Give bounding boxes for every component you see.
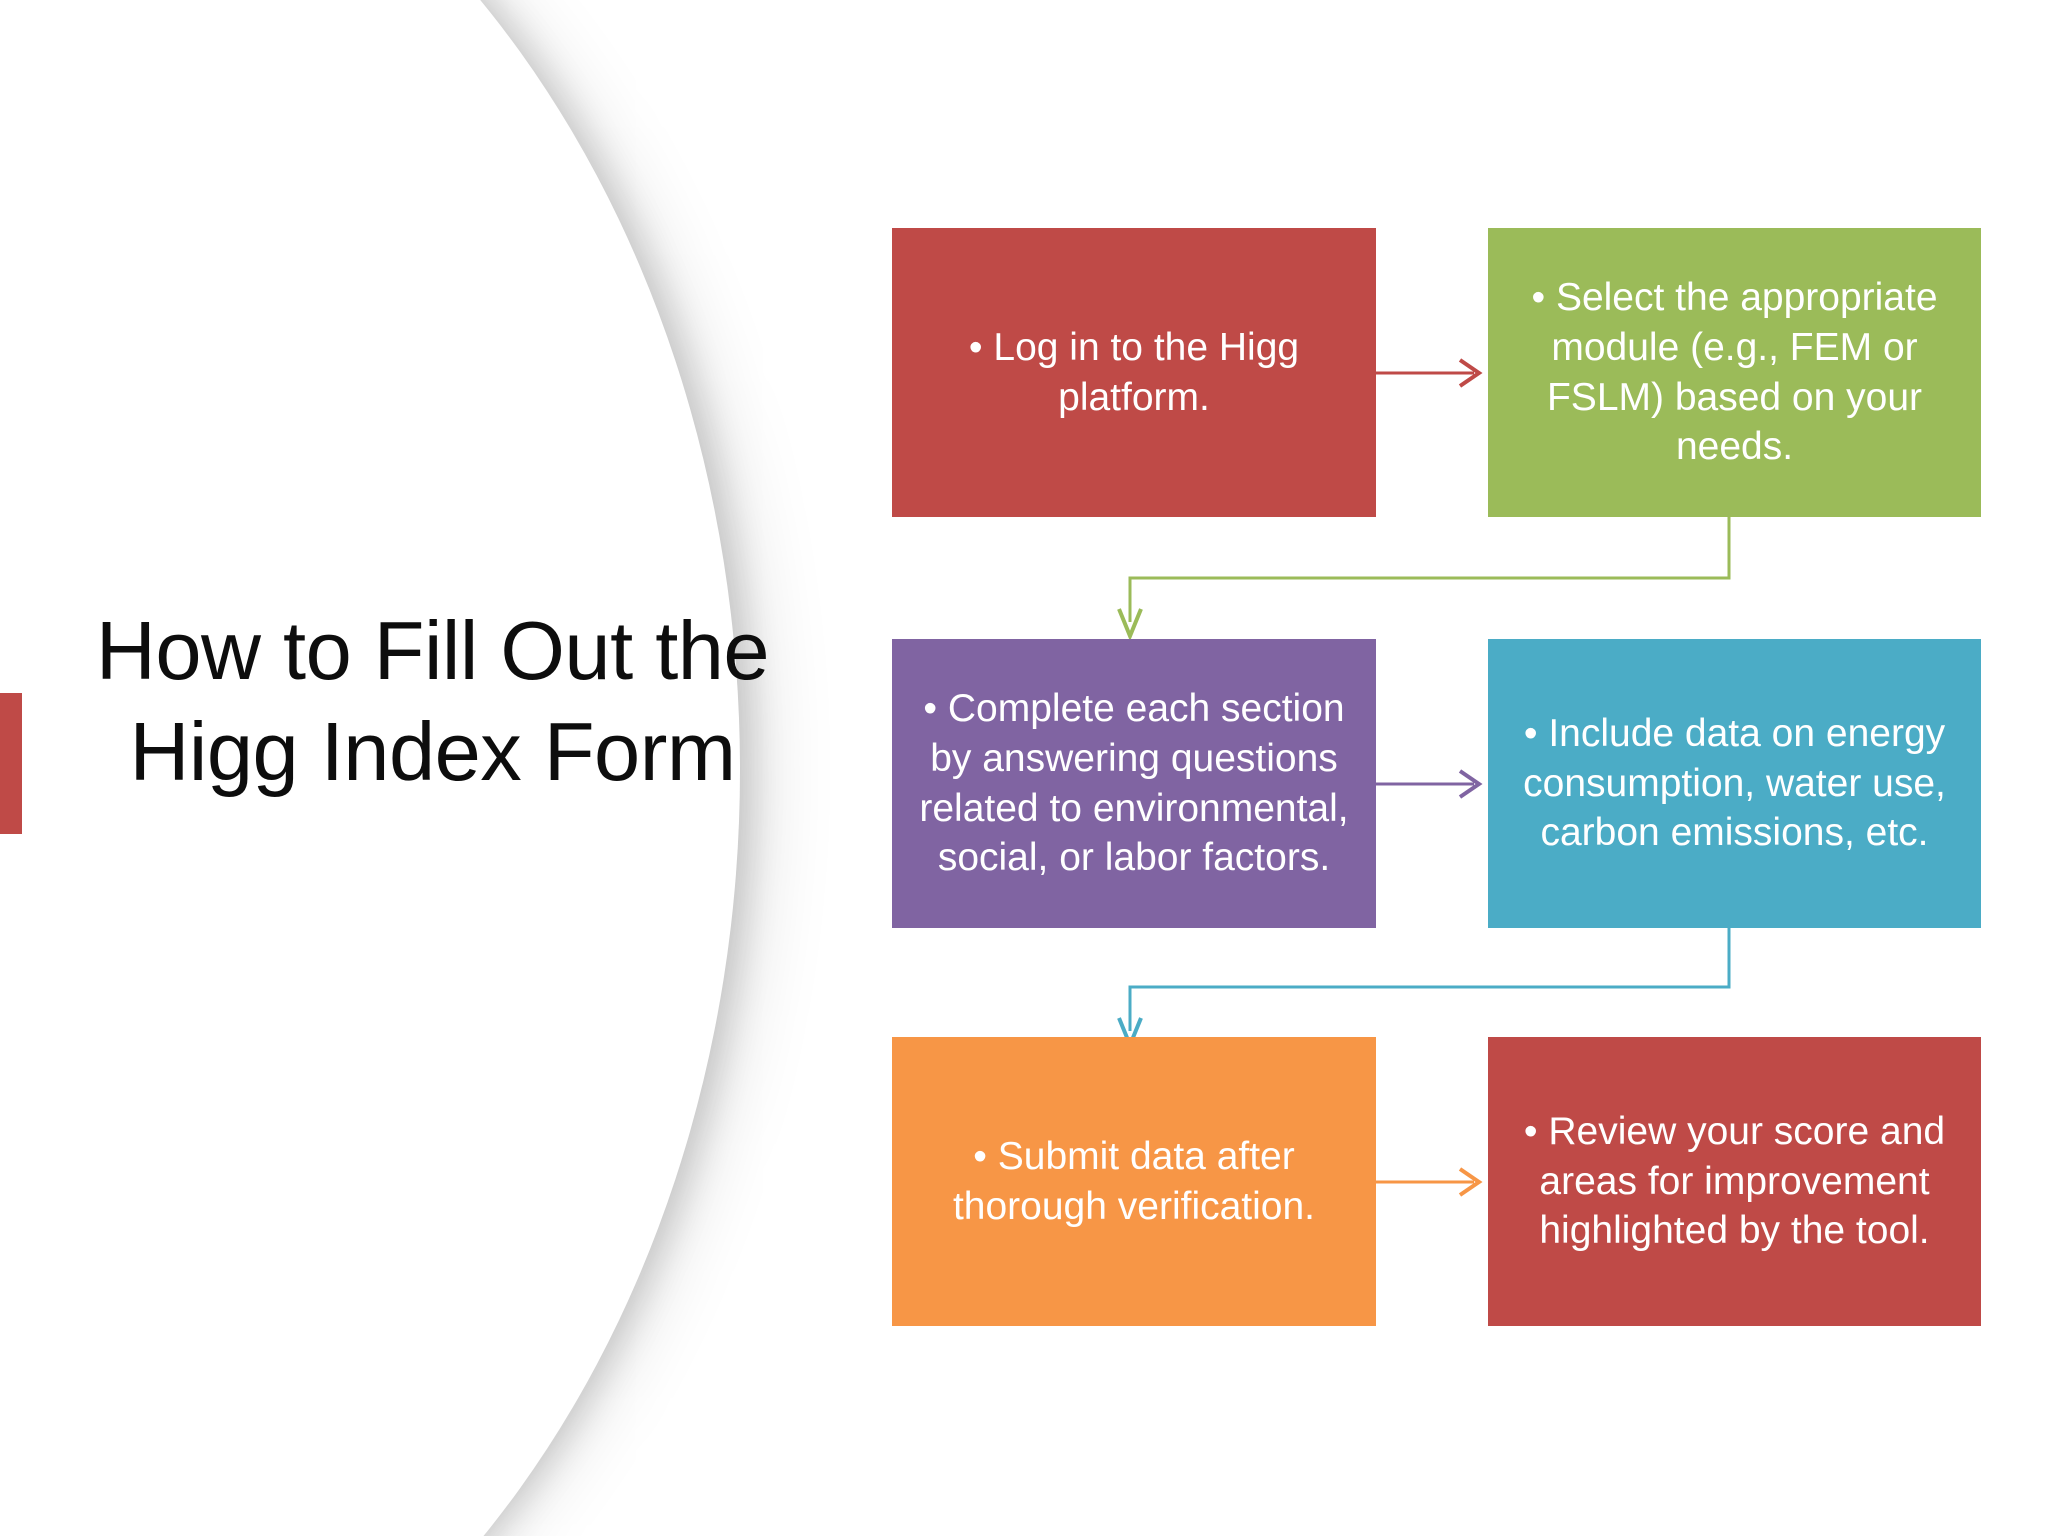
process-box-step-4[interactable]: • Include data on energy consumption, wa… — [1488, 639, 1981, 928]
process-box-step-2-label: • Select the appropriate module (e.g., F… — [1531, 276, 1938, 469]
left-accent-bar — [0, 693, 22, 834]
connector-5-6 — [1376, 1167, 1483, 1197]
connector-1-2 — [1376, 358, 1483, 388]
process-box-step-1[interactable]: • Log in to the Higg platform. — [892, 228, 1376, 517]
process-box-step-2[interactable]: • Select the appropriate module (e.g., F… — [1488, 228, 1981, 517]
process-box-step-3-label: • Complete each section by answering que… — [919, 687, 1349, 880]
process-box-step-5-label: • Submit data after thorough verificatio… — [952, 1134, 1316, 1228]
process-box-step-5[interactable]: • Submit data after thorough verificatio… — [892, 1037, 1376, 1326]
process-box-step-1-label: • Log in to the Higg platform. — [968, 325, 1300, 419]
connector-4-5 — [1117, 927, 1731, 1051]
process-box-step-4-label: • Include data on energy consumption, wa… — [1523, 712, 1946, 855]
connector-2-3 — [1117, 516, 1731, 642]
connector-3-4 — [1376, 769, 1483, 799]
decorative-curve-shape — [0, 0, 740, 1536]
process-box-step-6-label: • Review your score and areas for improv… — [1523, 1110, 1946, 1253]
page-title: How to Fill Out the Higg Index Form — [95, 604, 770, 799]
process-box-step-6[interactable]: • Review your score and areas for improv… — [1488, 1037, 1981, 1326]
process-box-step-3[interactable]: • Complete each section by answering que… — [892, 639, 1376, 928]
